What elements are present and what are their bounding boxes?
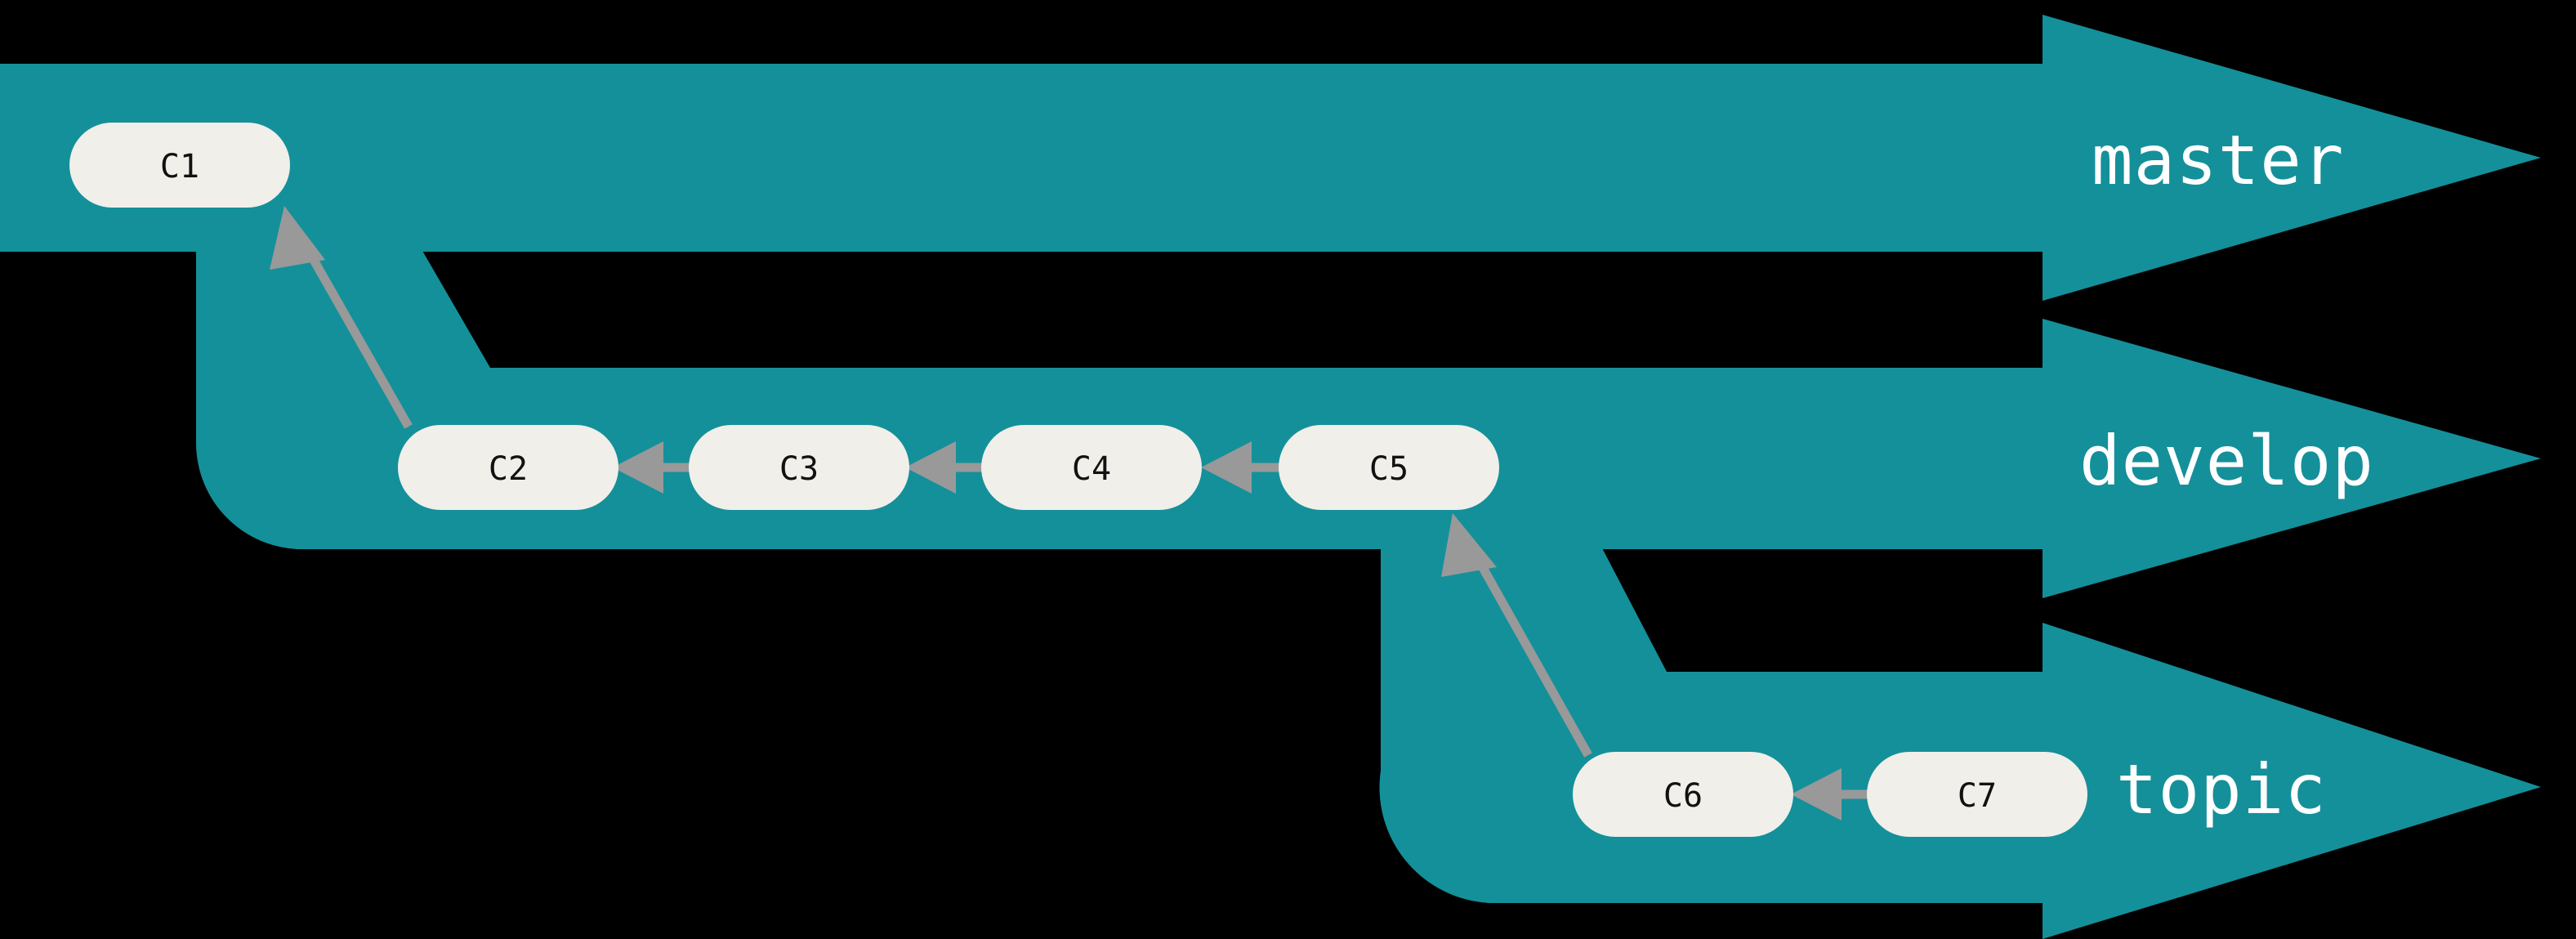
edge-c3-c2 [613, 441, 691, 494]
commit-node-c3[interactable]: C3 [689, 425, 909, 510]
edge-c6-c5-arrowhead [1441, 513, 1497, 577]
commit-node-c1-shape[interactable] [69, 123, 290, 208]
branch-band-master [0, 15, 2541, 301]
branch-label-develop[interactable]: develop [2079, 421, 2374, 501]
edge-c5-c4 [1201, 441, 1279, 494]
commit-node-c5-label: C5 [1369, 450, 1409, 488]
branch-label-master[interactable]: master [2092, 120, 2344, 200]
edge-c3-c2-arrowhead [613, 441, 663, 494]
commit-node-c3-label: C3 [779, 450, 819, 488]
edge-c4-c3-arrowhead [905, 441, 956, 494]
edge-c5-c4-arrowhead [1201, 441, 1252, 494]
commit-node-c5[interactable]: C5 [1279, 425, 1499, 510]
edge-c7-c6 [1791, 768, 1869, 821]
edge-c2-c1-arrowhead [270, 206, 325, 270]
commit-node-c7-label: C7 [1958, 777, 1997, 815]
commit-node-c3-shape[interactable] [689, 425, 909, 510]
edge-c6-c5-line [1467, 543, 1592, 758]
commit-node-c6-label: C6 [1663, 777, 1703, 815]
commit-node-c2-shape[interactable] [398, 425, 618, 510]
edge-c7-c6-arrowhead [1791, 768, 1842, 821]
edge-c2-c1-line [297, 235, 413, 429]
commit-node-c6[interactable]: C6 [1573, 752, 1793, 837]
commit-node-c2-label: C2 [489, 450, 528, 488]
commit-node-c4-label: C4 [1072, 450, 1111, 488]
commit-node-c1[interactable]: C1 [69, 123, 290, 208]
commit-node-c2[interactable]: C2 [398, 425, 618, 510]
commit-node-c6-shape[interactable] [1573, 752, 1793, 837]
edge-c4-c3 [905, 441, 984, 494]
commit-node-c4-shape[interactable] [981, 425, 1202, 510]
edge-c6-c5 [1441, 513, 1592, 758]
commit-node-c7[interactable]: C7 [1867, 752, 2087, 837]
branch-label-topic[interactable]: topic [2116, 749, 2327, 829]
commit-node-c4[interactable]: C4 [981, 425, 1202, 510]
commit-node-c7-shape[interactable] [1867, 752, 2087, 837]
edge-c2-c1 [270, 206, 413, 429]
commit-node-c5-shape[interactable] [1279, 425, 1499, 510]
commit-node-c1-label: C1 [160, 148, 199, 186]
